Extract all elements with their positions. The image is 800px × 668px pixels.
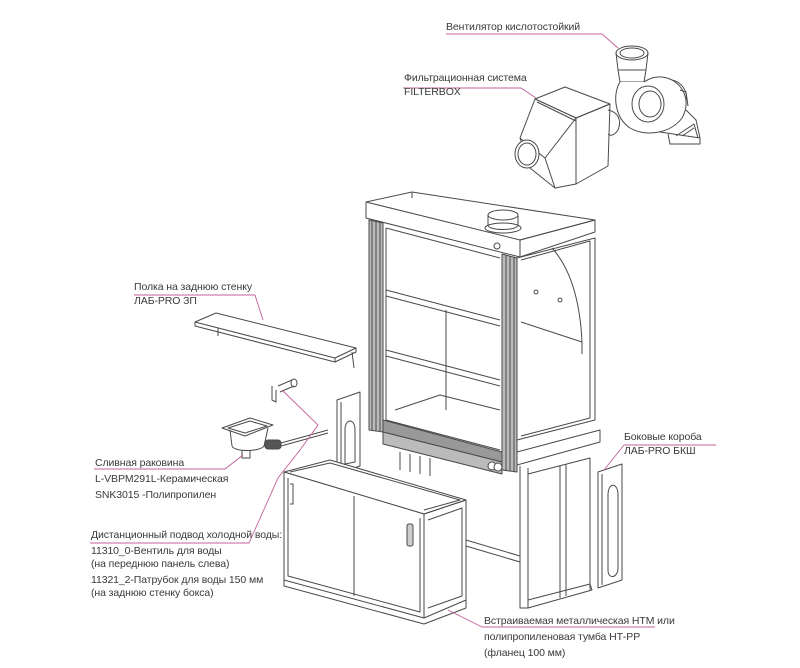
water-valve [271, 378, 298, 403]
callout-side-line-2: ЛАБ-PRO БКШ [624, 445, 696, 457]
callout-filter-line-2: FILTERBOX [404, 86, 461, 98]
callout-shelf-line-1: Полка на заднюю стенку [134, 281, 253, 293]
callout-cabinet-line-2: полипропиленовая тумба НТ-РР [484, 631, 641, 643]
side-box-right [597, 463, 623, 589]
callout-water: Дистанционный подвод холодной воды: 1131… [91, 529, 282, 601]
callout-water-line-2: 11310_0-Вентиль для воды [91, 544, 222, 557]
callout-cabinet: Встраиваемая металлическая НТМ или полип… [484, 613, 675, 661]
leader-cabinet [447, 609, 655, 628]
side-box-left [336, 391, 361, 475]
callout-fan-line-1: Вентилятор кислотостойкий [446, 21, 580, 33]
callout-filter: Фильтрационная система FILTERBOX [404, 71, 527, 99]
callout-water-line-3: (на переднюю панель слева) [91, 558, 230, 570]
leader-filter [403, 87, 537, 99]
callout-sink: Сливная раковина L-VBPM291L-Керамическая… [95, 455, 228, 503]
callout-water-line-4: 11321_2-Патрубок для воды 150 мм [91, 573, 264, 586]
leader-water [90, 389, 319, 544]
callout-cabinet-line-1: Встраиваемая металлическая НТМ или [484, 615, 675, 627]
leader-lines [90, 33, 716, 628]
drain-sink [221, 417, 274, 459]
water-pipe [264, 429, 329, 450]
filterbox [514, 86, 621, 189]
callout-side-boxes: Боковые короба ЛАБ-PRO БКШ [624, 430, 702, 458]
callout-shelf: Полка на заднюю стенку ЛАБ-PRO ЗП [134, 280, 252, 308]
callout-side-line-1: Боковые короба [624, 431, 702, 443]
callout-sink-line-3: SNK3015 -Полипропилен [95, 489, 217, 501]
leader-sink [94, 454, 244, 470]
back-wall-shelf [194, 312, 357, 369]
hood-stand [399, 452, 593, 609]
callout-sink-line-2: L-VBPM291L-Керамическая [95, 473, 229, 485]
under-cabinet [283, 459, 467, 625]
callout-sink-line-1: Сливная раковина [95, 457, 185, 469]
acid-resistant-fan [615, 45, 701, 145]
leader-shelf [134, 294, 264, 321]
callout-shelf-line-2: ЛАБ-PRO ЗП [134, 295, 197, 307]
callout-cabinet-line-3: (фланец 100 мм) [484, 647, 566, 659]
callout-water-line-5: (на заднюю стенку бокса) [91, 587, 214, 599]
callout-fan: Вентилятор кислотостойкий [446, 20, 580, 34]
fume-hood [365, 191, 601, 475]
leader-fan [446, 33, 619, 49]
callout-filter-line-1: Фильтрационная система [404, 72, 527, 84]
leader-side [603, 444, 716, 471]
callout-water-line-1: Дистанционный подвод холодной воды: [91, 529, 283, 541]
